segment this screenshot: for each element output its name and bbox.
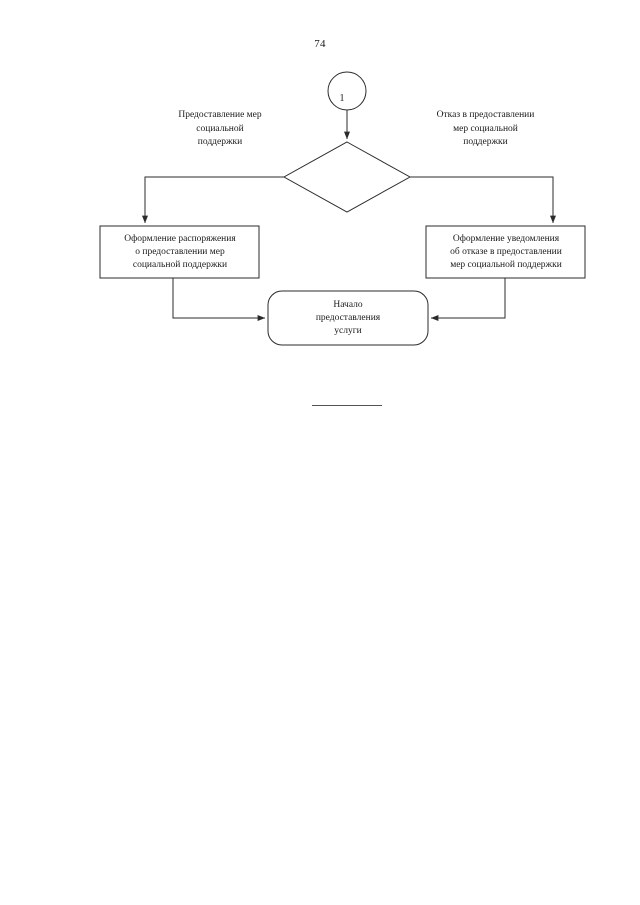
terminal-line-3: услуги [334,325,362,336]
box-right-line-2: об отказе в предоставлении [450,246,562,257]
box-right-label: Оформление уведомления об отказе в предо… [427,226,585,278]
box-left-line-3: социальной поддержки [132,259,228,270]
edge-label-left: Предоставление мер социальной поддержки [140,109,300,150]
edge-label-right-line-2: мер социальной [453,123,518,134]
box-right-line-1: Оформление уведомления [452,233,560,244]
connector-circle-label: 1 [339,92,345,104]
box-left-label: Оформление распоряжения о предоставлении… [101,226,259,278]
edge-decision-to-box-left [142,176,284,224]
footer-divider [312,405,382,406]
box-left-line-2: о предоставлении мер [135,246,225,257]
terminal-label: Начало предоставления услуги [268,291,428,345]
decision-diamond-node [282,141,412,213]
edge-label-left-line-3: поддержки [197,137,243,147]
edge-label-right-line-1: Отказ в предоставлении [436,110,535,120]
terminal-line-2: предоставления [315,312,381,323]
terminal-line-1: Начало [333,299,363,310]
box-left-line-1: Оформление распоряжения [124,233,236,244]
edge-box-left-to-terminal [172,278,266,321]
box-right-line-3: мер социальной поддержки [450,259,562,270]
edge-label-right: Отказ в предоставлении мер социальной по… [398,109,573,150]
edge-label-right-line-3: поддержки [463,137,508,147]
page-number: 74 [314,38,326,50]
edge-label-left-line-2: социальной [196,123,244,134]
edge-decision-to-box-right [410,176,556,224]
edge-label-left-line-1: Предоставление мер [178,110,262,120]
edge-box-right-to-terminal [430,278,506,321]
